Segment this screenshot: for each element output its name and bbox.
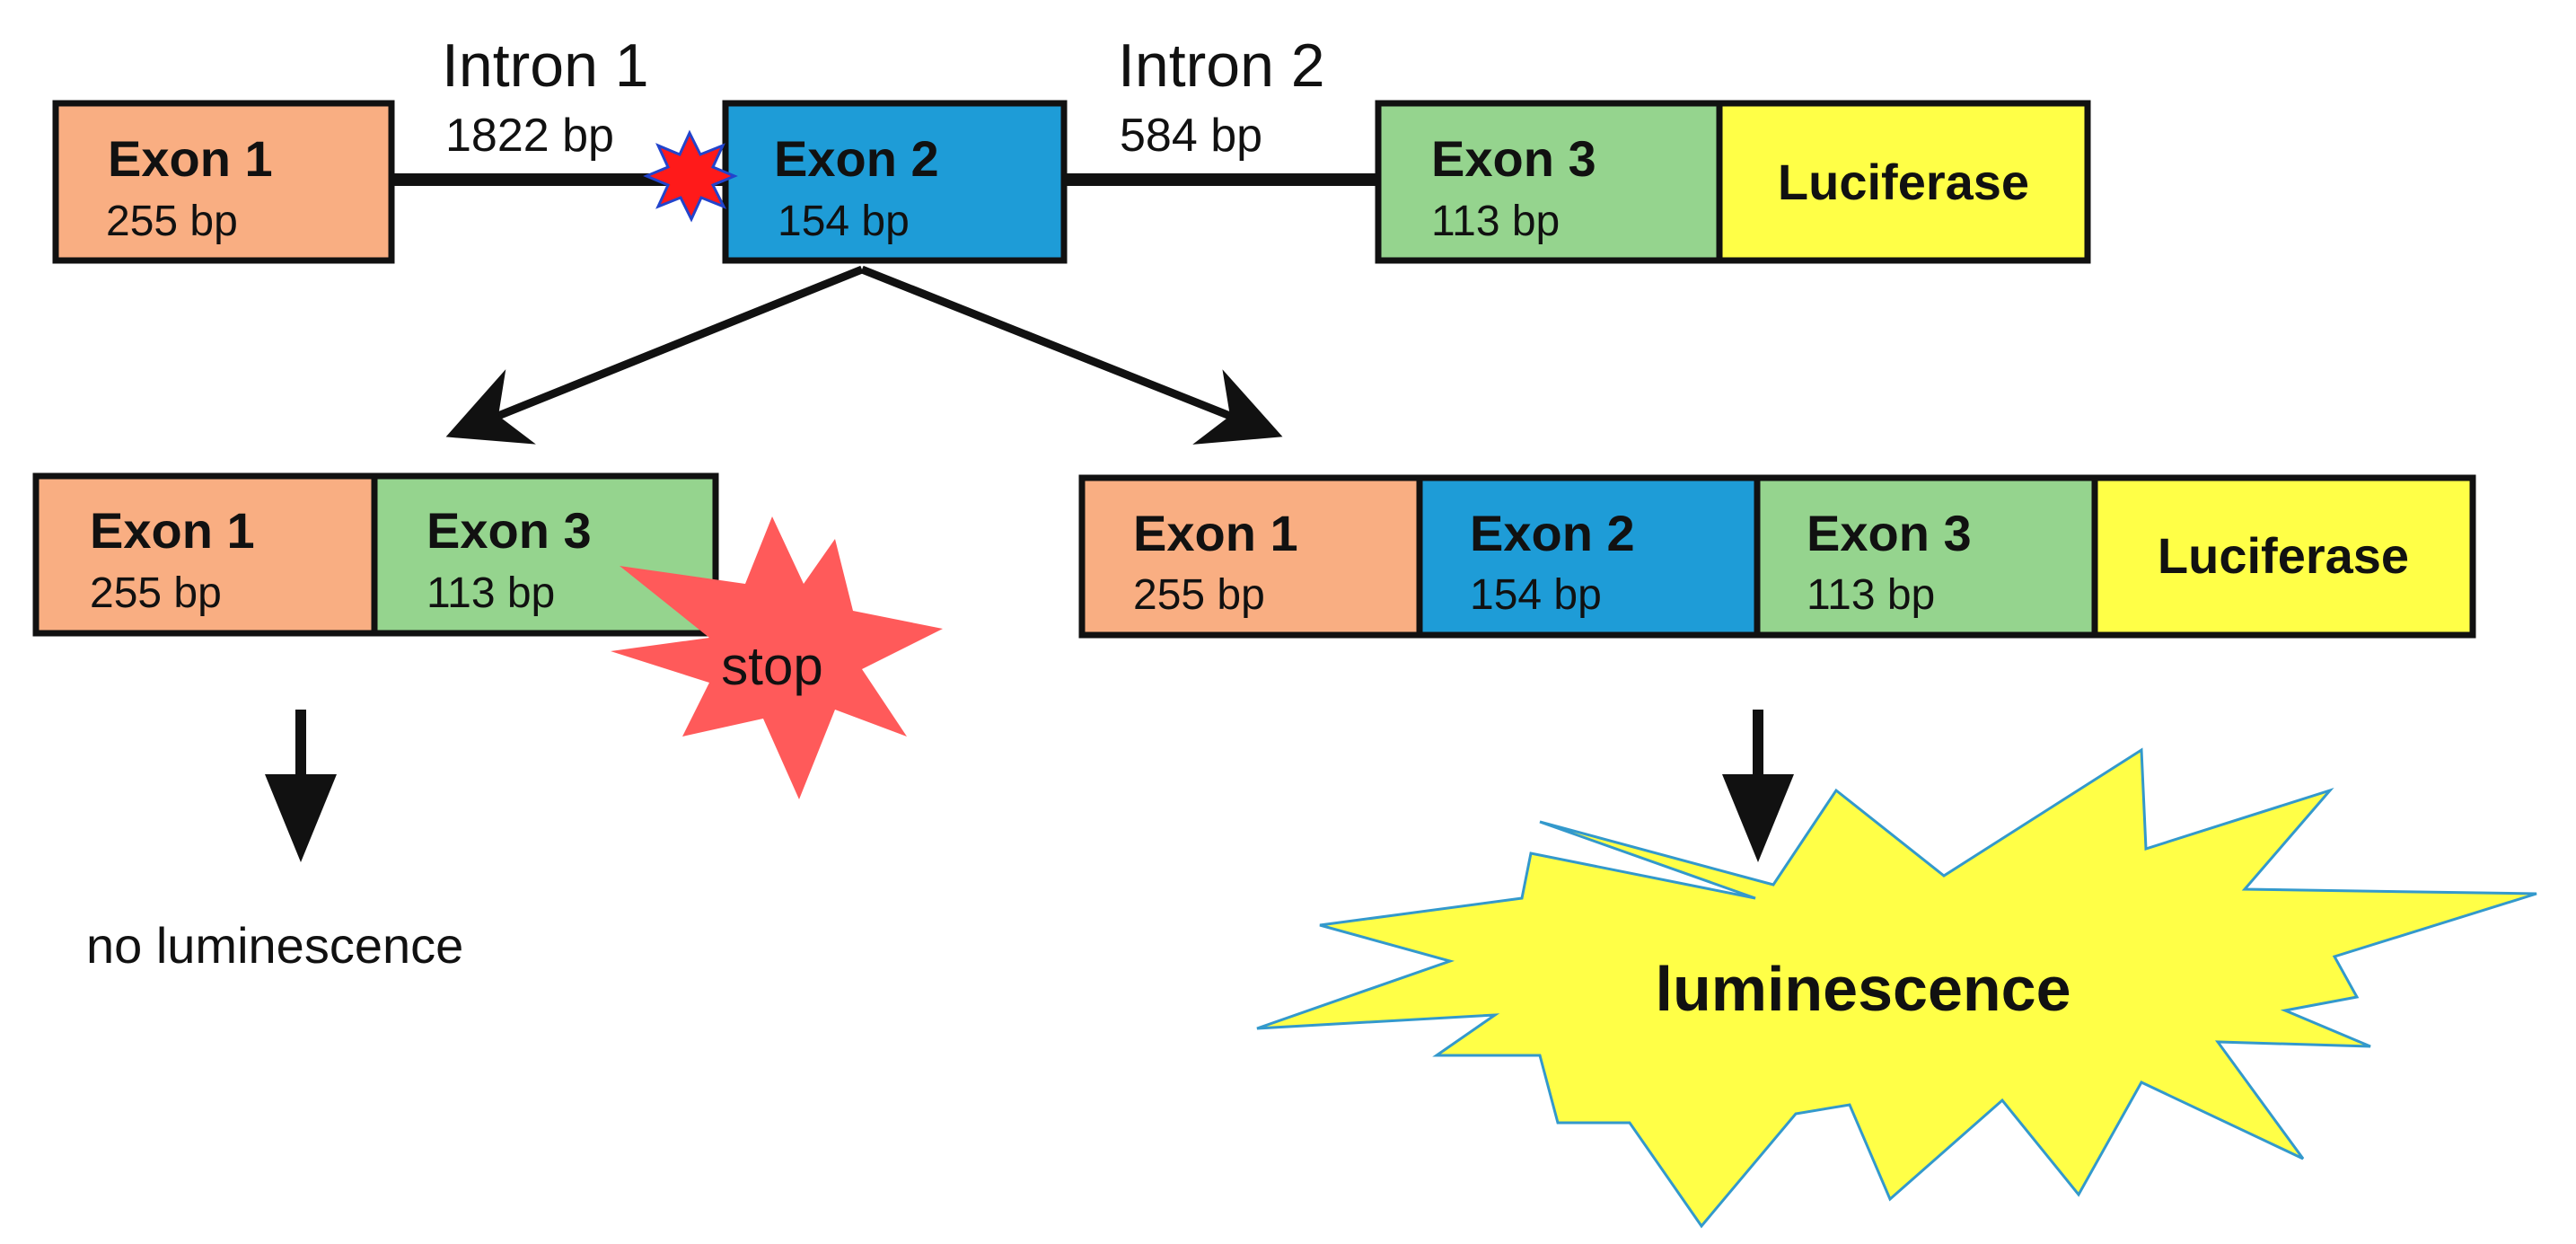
full-exon2-name: Exon 2 [1470,505,1635,561]
arrow-to-no-luminescence-head [265,774,337,862]
full-luciferase-box [2091,474,2476,639]
no-luminescence-label: no luminescence [86,917,463,974]
gene-exon1: Exon 1 255 bp [52,100,395,264]
skipped-exon3-name: Exon 3 [426,502,592,559]
full-exon3: Exon 3 113 bp [1754,474,2098,639]
skipped-exon1: Exon 1 255 bp [32,472,378,637]
luminescence-label: luminescence [1656,954,2071,1024]
arrow-to-luminescence-head [1722,774,1794,862]
gene-luciferase: Luciferase [1716,100,2091,264]
gene-exon2: Exon 2 154 bp [722,100,1068,264]
gene-exon3-box [1375,100,1723,264]
gene-exon2-box [722,100,1068,264]
stop-starburst-icon [611,516,943,799]
stop-label: stop [721,636,822,696]
skipped-exon3-size: 113 bp [426,569,555,617]
full-exon3-size: 113 bp [1807,571,1935,619]
gene-exon2-name: Exon 2 [774,130,939,187]
full-luciferase-name: Luciferase [2158,527,2409,584]
arrow-to-full [860,265,1283,445]
intron2-name: Intron 2 [1118,31,1325,100]
gene-exon3-name: Exon 3 [1431,130,1596,187]
gene-exon1-size: 255 bp [106,198,238,245]
full-exon1-size: 255 bp [1133,571,1265,619]
gene-exon3: Exon 3 113 bp [1375,100,1723,264]
gene-luciferase-box [1716,100,2091,264]
full-transcript: Exon 1 255 bp Exon 2 154 bp Exon 3 113 b… [1078,474,2537,1229]
full-exon1: Exon 1 255 bp [1078,474,1423,639]
skipped-exon1-size: 255 bp [90,569,222,617]
full-exon2-size: 154 bp [1470,571,1602,619]
gene-exon1-name: Exon 1 [108,130,273,187]
gene-construct: Exon 1 255 bp Intron 1 1822 bp Exon 2 15… [52,31,2091,264]
gene-luciferase-name: Luciferase [1778,154,2029,210]
skipped-exon1-name: Exon 1 [90,502,255,559]
mutation-starburst-icon [643,129,738,223]
full-exon2: Exon 2 154 bp [1416,474,1761,639]
gene-exon3-size: 113 bp [1431,198,1560,245]
full-exon3-name: Exon 3 [1807,505,1972,561]
intron1-size: 1822 bp [445,110,614,162]
luminescence-starburst-icon [1256,747,2537,1229]
intron1-name: Intron 1 [442,31,649,100]
skipped-transcript: Exon 1 255 bp Exon 3 113 bp stop no lumi… [32,472,943,974]
arrow-to-skipped [445,265,864,445]
gene-exon1-box [52,100,395,264]
skipped-exon3: Exon 3 113 bp [371,472,719,637]
full-exon1-name: Exon 1 [1133,505,1298,561]
intron2-size: 584 bp [1120,110,1262,162]
gene-exon2-size: 154 bp [778,198,910,245]
skipped-exon3-box [371,472,719,637]
full-luciferase: Luciferase [2091,474,2476,639]
